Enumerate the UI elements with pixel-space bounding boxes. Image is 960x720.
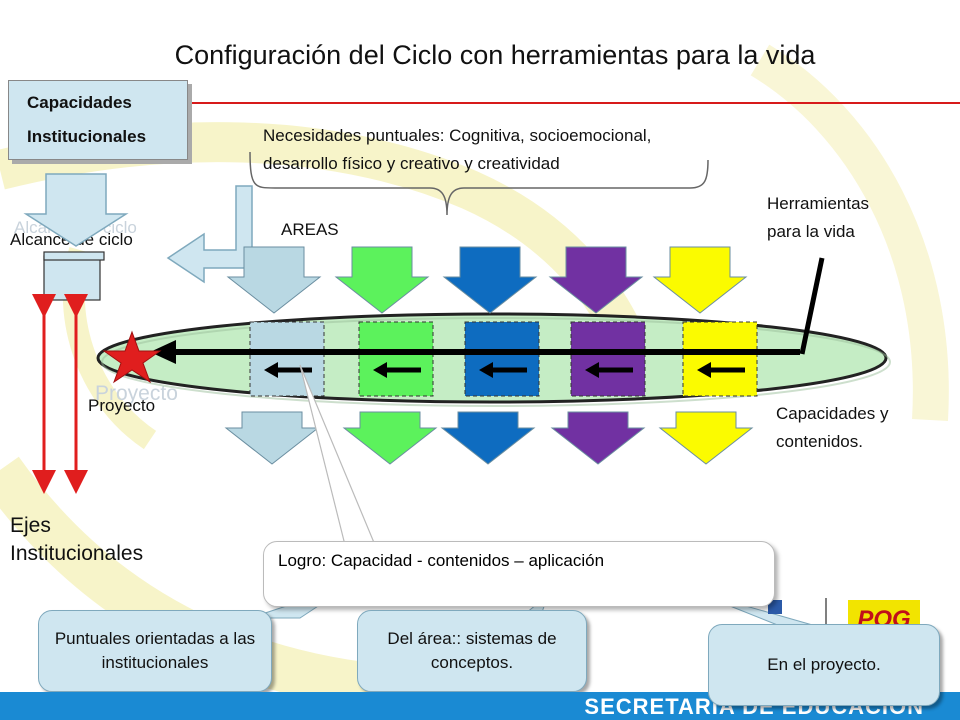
page-title: Configuración del Ciclo con herramientas… [174,40,816,70]
necesidades-brace [249,151,709,216]
bottom-area-arrow-3 [440,411,536,465]
ejes-red-arrows [32,294,88,494]
capbox-line2: Institucionales [27,127,147,146]
bottom-area-arrow-5 [658,411,754,465]
area-small-arrowhead-3 [479,362,493,378]
bottom-area-arrow-1 [224,411,320,465]
del-area-callout: Del área:: sistemas de conceptos. [357,610,587,692]
area-box-5 [682,321,758,397]
top-area-arrow-5 [652,246,748,314]
areas-label: AREAS [281,220,339,239]
necesidades-text: Necesidades puntuales: Cognitiva, socioe… [263,122,651,178]
logro-callout: Logro: Capacidad - contenidos – aplicaci… [263,541,775,607]
herramientas-pointer-line [799,257,825,355]
title-divider [190,102,960,104]
area-box-2 [358,321,434,397]
capacidades-institucionales-box: Capacidades Institucionales [8,80,188,160]
area-box-1 [249,321,325,397]
bottom-area-arrow-4 [550,411,646,465]
capacidades-contenidos-label: Capacidades y contenidos. [776,400,888,456]
bent-arrow [166,185,253,284]
area-box-4 [570,321,646,397]
ejes-institucionales-label: Ejes Institucionales [10,512,143,568]
scroll-icon [36,251,105,302]
capcont-line1: Capacidades y [776,404,889,423]
capbox-line1: Capacidades [27,93,132,112]
top-area-arrow-4 [548,246,644,314]
herramientas-line2: para la vida [767,222,855,241]
en-proyecto-callout: En el proyecto. [708,624,940,706]
proyecto-ghost-label: Proyecto [95,382,178,405]
capcont-line2: contenidos. [776,432,863,451]
area-small-arrowhead-5 [697,362,711,378]
puntuales-callout: Puntuales orientadas a las institucional… [38,610,272,692]
star-icon [102,330,162,384]
area-small-arrowhead-4 [585,362,599,378]
top-area-arrow-1 [226,246,322,314]
herramientas-label: Herramientas para la vida [767,190,869,246]
down-arrow-capacidades [23,173,129,247]
herramientas-line1: Herramientas [767,194,870,213]
top-area-arrow-3 [442,246,538,314]
necesidades-line2: desarrollo físico y creativo y creativid… [263,154,560,173]
ejes-line2: Institucionales [10,542,144,565]
top-area-arrow-2 [334,246,430,314]
area-small-arrowhead-2 [373,362,387,378]
area-small-arrowhead-1 [264,362,278,378]
footer-crest-icon [768,600,782,614]
proyecto-label: Proyecto [88,396,156,415]
necesidades-line1: Necesidades puntuales: Cognitiva, socioe… [263,126,652,145]
bottom-area-arrow-2 [342,411,438,465]
area-box-3 [464,321,540,397]
ejes-line1: Ejes [10,514,51,537]
